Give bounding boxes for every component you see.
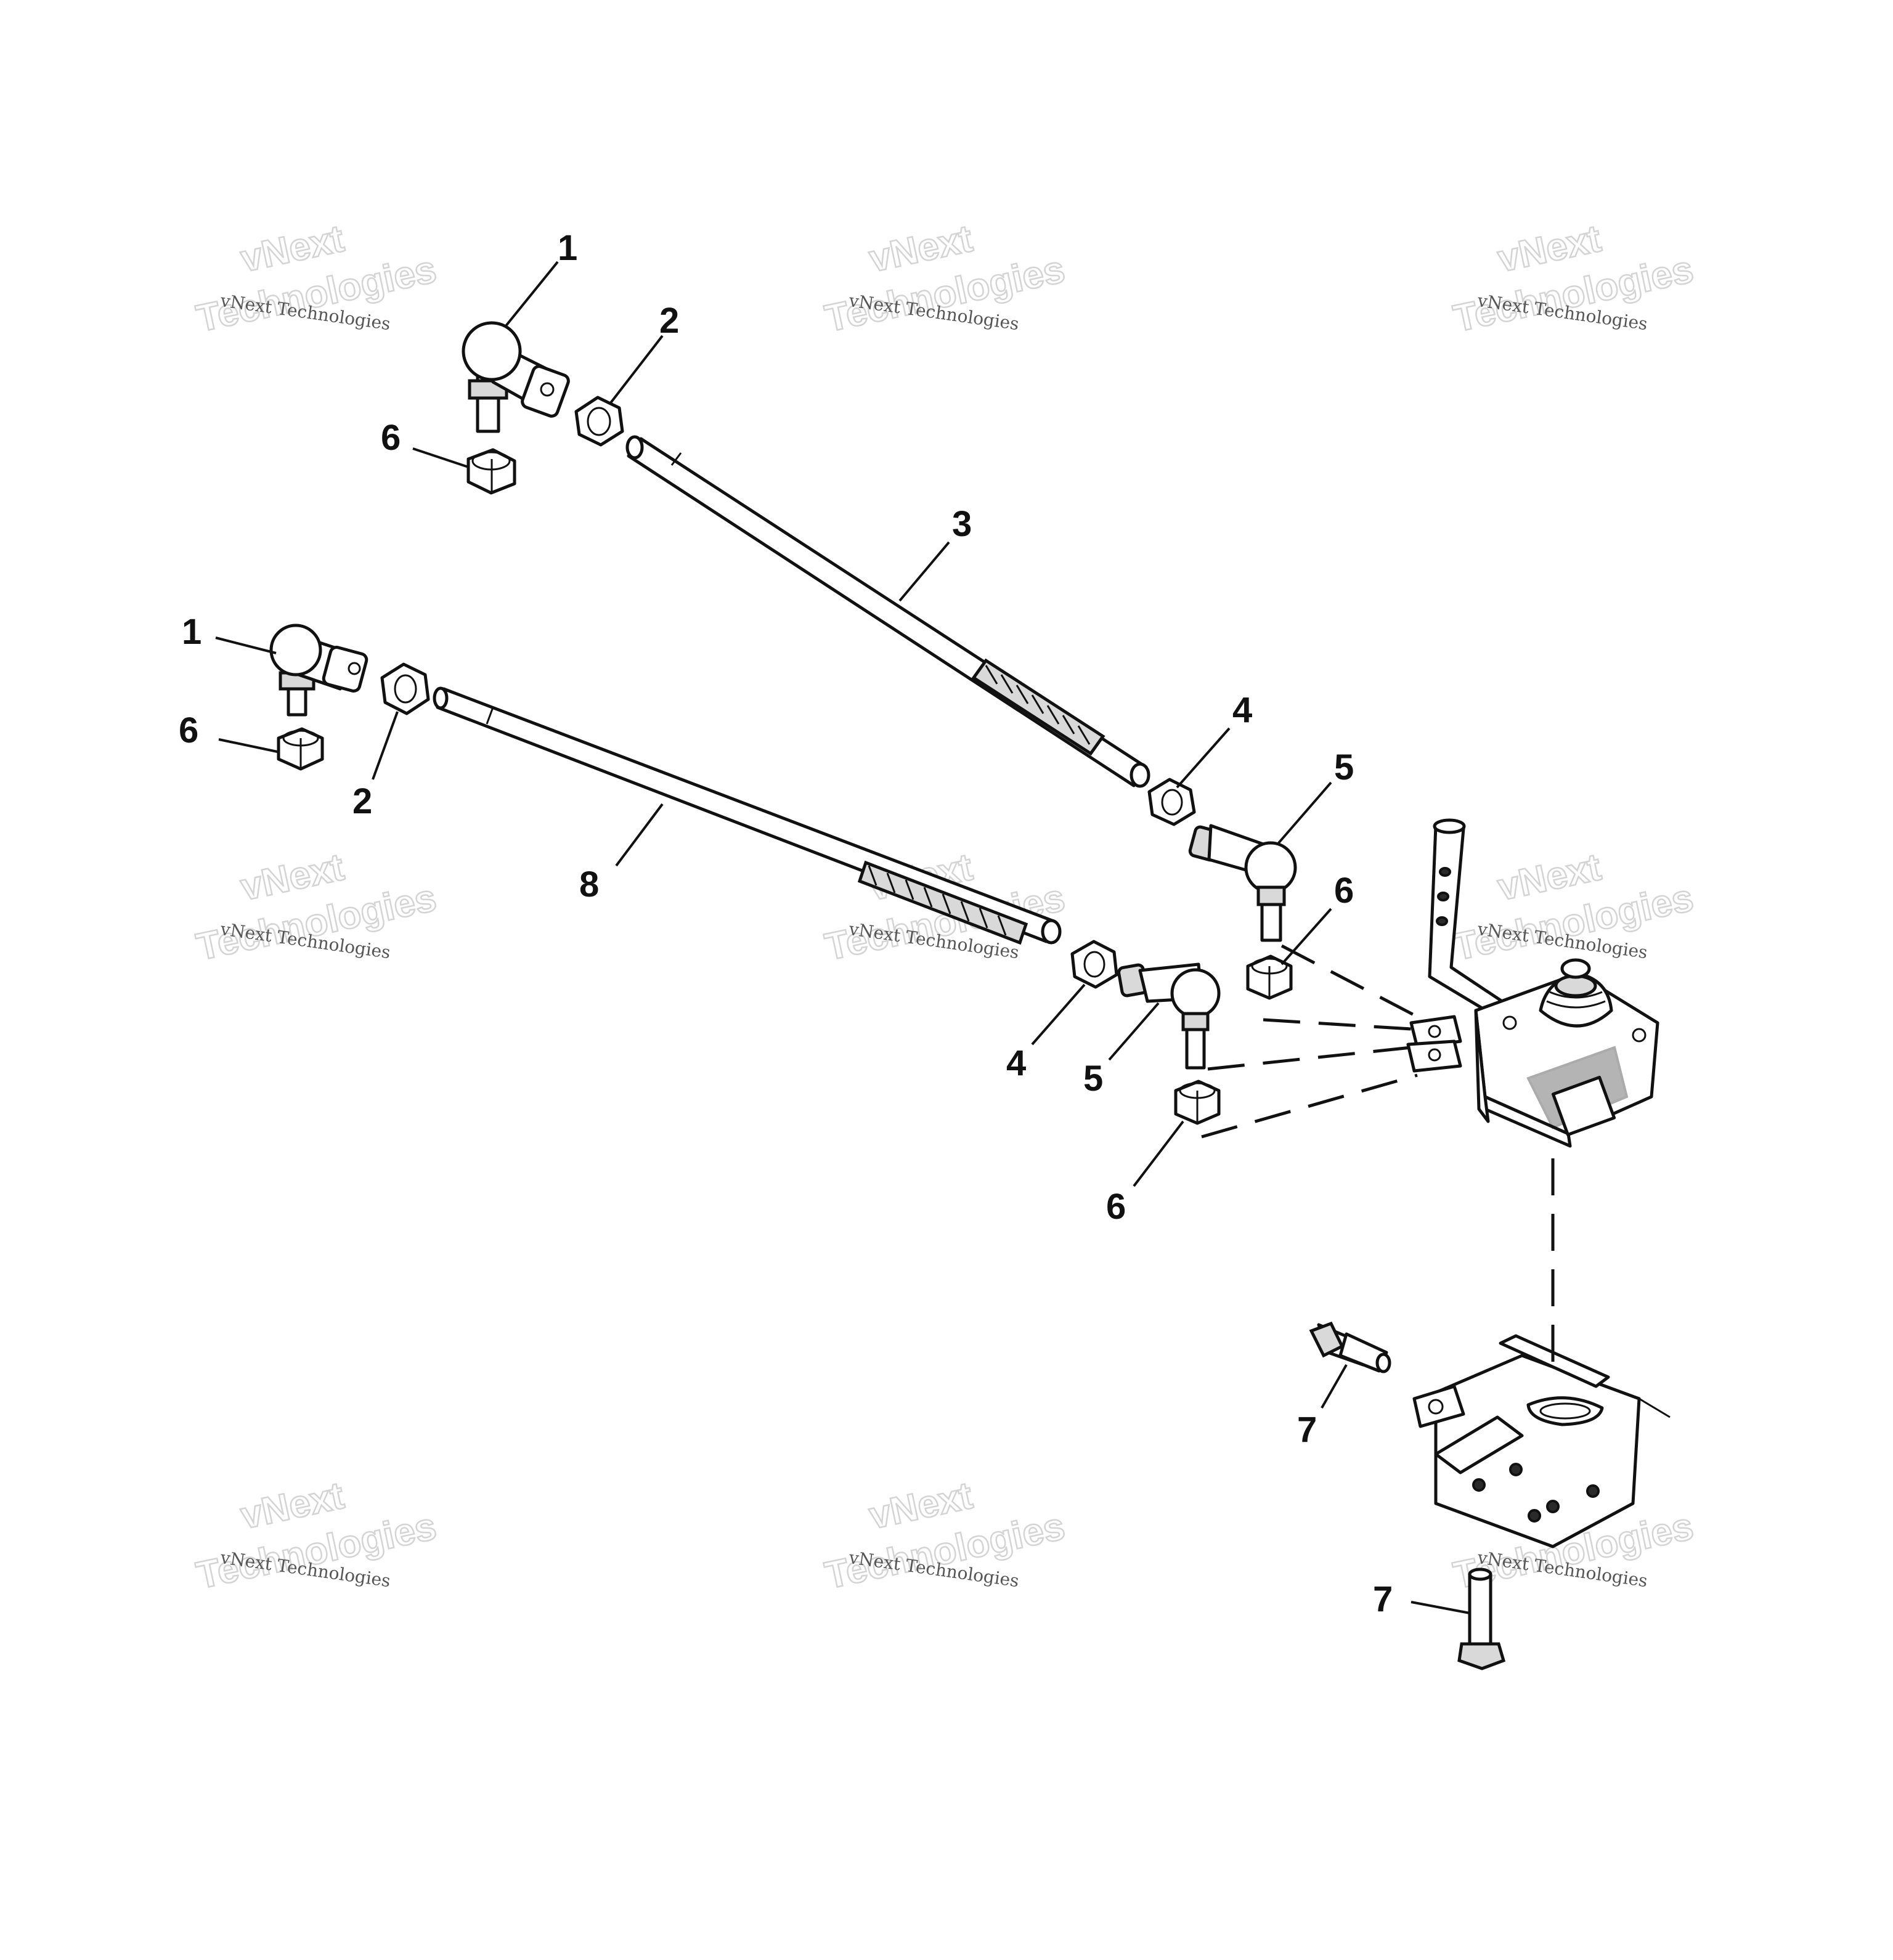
lock-nut-lower-right: [1174, 1080, 1221, 1125]
rod-end-lower: [1117, 962, 1221, 1070]
callout-1: 1: [558, 228, 577, 268]
jam-nut-lower: [1070, 940, 1118, 989]
lock-nut-left: [277, 727, 324, 771]
callout-6: 6: [381, 418, 401, 458]
callout-4: 4: [1006, 1043, 1026, 1083]
callout-6: 6: [179, 710, 198, 750]
callout-7: 7: [1297, 1410, 1317, 1450]
callout-3: 3: [952, 504, 972, 544]
watermark: vNext Technologies vNext Technologies: [192, 845, 441, 969]
lock-nut-upper: [466, 448, 516, 495]
callout-5: 5: [1083, 1059, 1103, 1099]
mounting-bracket: [1412, 1334, 1671, 1548]
tie-rod-upper: [625, 435, 1150, 788]
callout-4: 4: [1232, 690, 1252, 730]
callout-5: 5: [1334, 747, 1354, 787]
ball-joint-upper: [462, 321, 570, 433]
callout-2: 2: [352, 781, 372, 821]
tie-rod-lower: [433, 686, 1062, 945]
assembly-lines: [1201, 944, 1555, 1374]
watermark: vNext Technologies vNext Technologies: [821, 216, 1069, 341]
hex-nut-upper: [574, 396, 624, 447]
callout-6: 6: [1106, 1187, 1126, 1227]
flange-bolt-upper: [1309, 1321, 1391, 1373]
leader-lines: [215, 261, 1470, 1614]
lock-nut-upper-right: [1246, 954, 1293, 1000]
shifter-assembly: [1406, 818, 1659, 1148]
callout-1: 1: [182, 612, 202, 652]
rod-end-upper: [1188, 824, 1297, 942]
callout-7: 7: [1373, 1579, 1393, 1619]
flange-bolt-lower: [1457, 1568, 1506, 1670]
watermark: vNext Technologies vNext Technologies: [1449, 216, 1698, 341]
hex-nut-lower: [380, 662, 430, 715]
callout-6: 6: [1334, 871, 1354, 911]
callout-labels: 1 2 6 3 1 6 2 4 5 8 6 4 5 6 7 7: [179, 228, 1393, 1619]
watermark: vNext Technologies vNext Technologies: [821, 1473, 1069, 1598]
callout-2: 2: [659, 301, 679, 341]
callout-8: 8: [579, 864, 599, 905]
watermark: vNext Technologies vNext Technologies: [192, 1473, 441, 1598]
ball-joint-lower: [269, 624, 368, 717]
jam-nut-upper: [1147, 778, 1196, 826]
watermark: vNext Technologies vNext Technologies: [1449, 845, 1698, 969]
watermark: vNext Technologies vNext Technologies: [192, 216, 441, 341]
